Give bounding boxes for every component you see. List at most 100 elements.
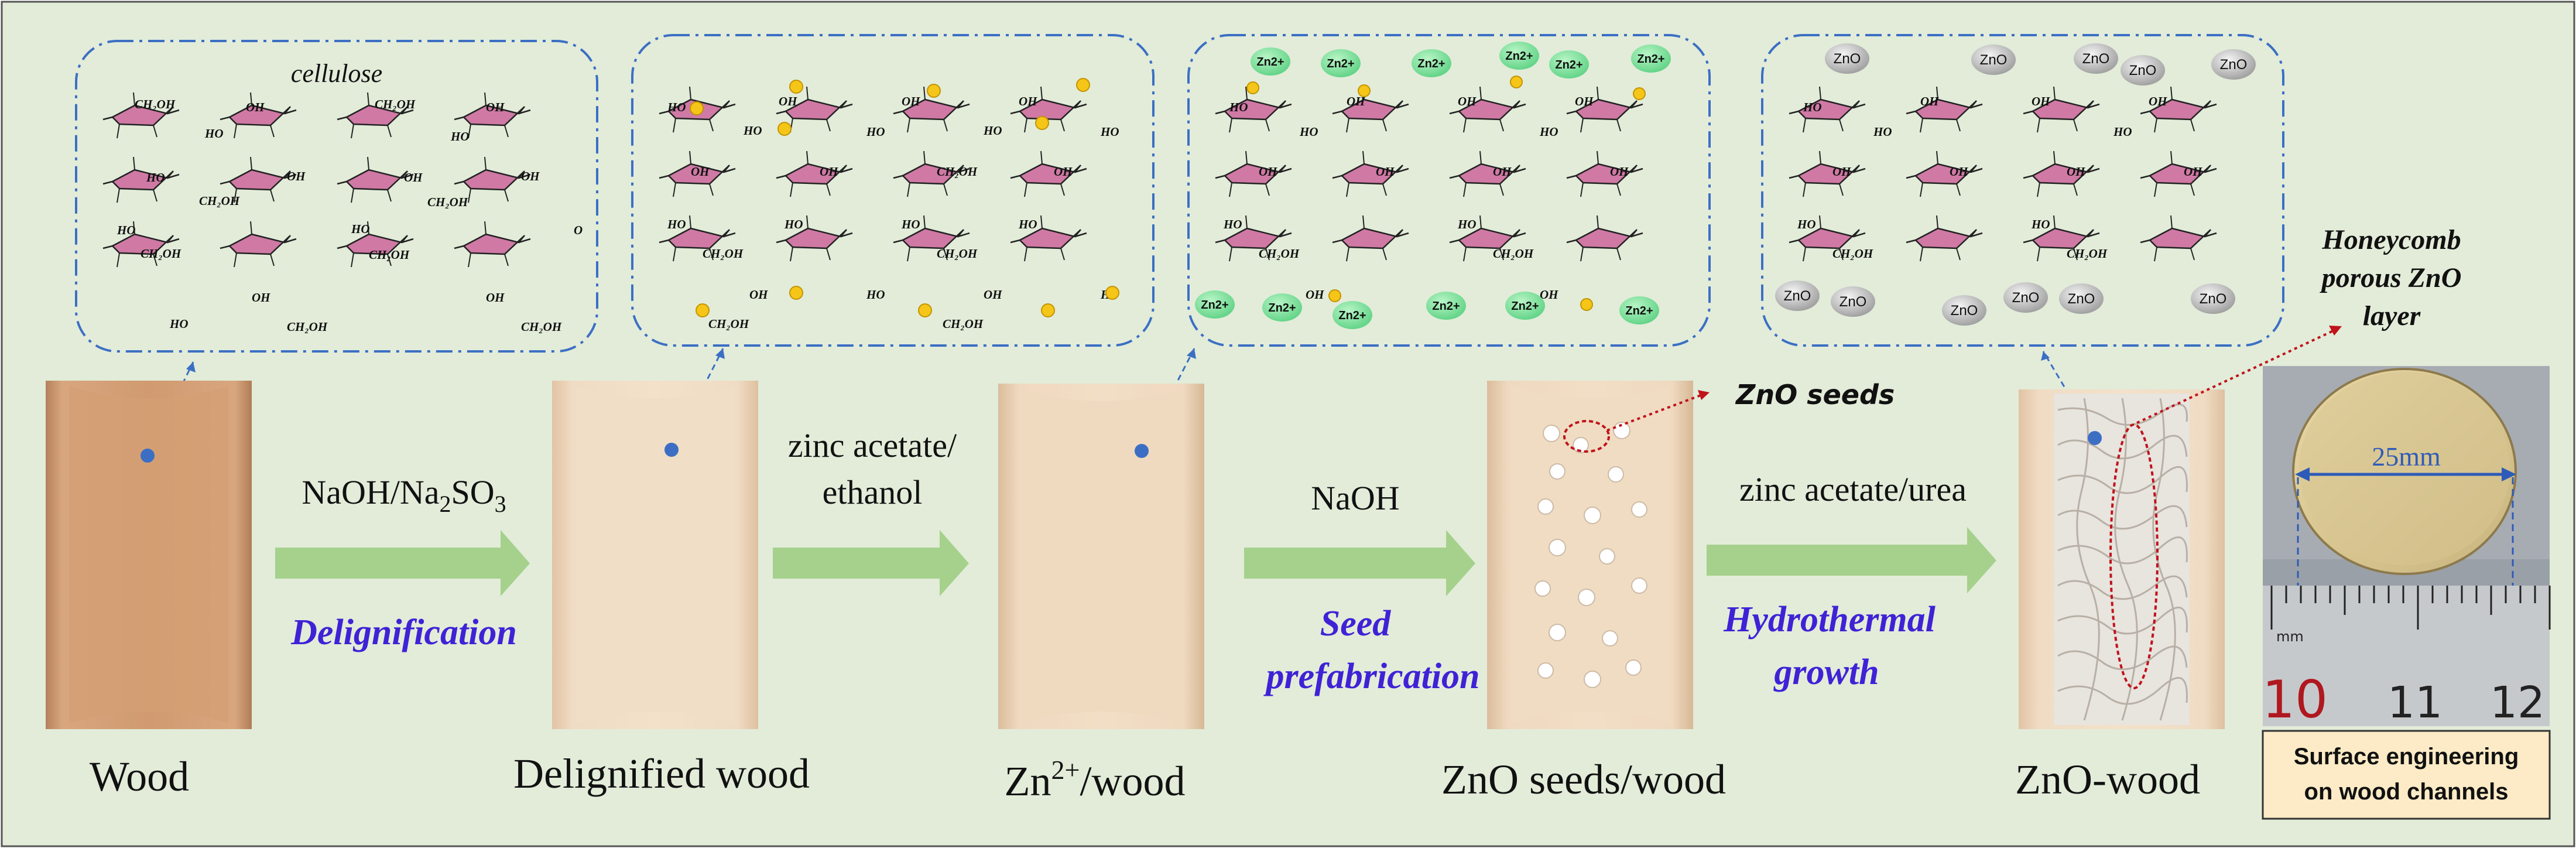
svg-text:O: O [574,223,583,237]
ruler-number-11: 11 [2387,678,2443,728]
svg-text:CH₂OH: CH₂OH [703,247,744,261]
wood-block [46,381,252,729]
honeycomb-callout: Honeycomb porous ZnO layer [2320,224,2462,331]
svg-text:CH₂OH: CH₂OH [2067,247,2108,261]
svg-text:CH₂OH: CH₂OH [708,317,749,331]
svg-text:Zn2+: Zn2+ [1256,56,1284,69]
svg-text:CH₂OH: CH₂OH [1832,247,1873,261]
svg-text:HO: HO [1229,100,1248,114]
zno-seeds-callout: ZnO seeds [1735,379,1895,411]
stage-label-zn-wood: Zn2+/wood [1005,755,1186,805]
zno-seeds-wood-block [1487,381,1693,729]
svg-text:HO: HO [1803,100,1822,114]
svg-text:CH₂OH: CH₂OH [199,194,240,208]
svg-text:CH₂OH: CH₂OH [287,320,328,334]
step-1-process: Delignification [290,613,517,652]
svg-text:CH₂OH: CH₂OH [369,248,410,262]
photo-caption-line1: Surface engineering [2294,744,2519,770]
stage-label-zno-wood: ZnO-wood [2015,756,2200,803]
svg-text:OH: OH [521,169,540,183]
svg-text:Seed: Seed [1320,604,1392,644]
photo-inset: 25mm mm 10 11 12 Surface engineering on … [2262,366,2551,820]
step-4: zinc acetate/urea Hydrothermal growth [1723,470,1967,692]
step-1-reagent: NaOH/Na2SO3 [302,473,506,517]
step-2: zinc acetate/ ethanol [788,426,957,511]
svg-text:OH: OH [1950,165,1968,179]
cellulose-label: cellulose [291,59,382,88]
svg-text:CH₂OH: CH₂OH [375,97,416,111]
svg-text:zinc acetate/urea: zinc acetate/urea [1739,470,1967,508]
svg-text:ZnO: ZnO [2068,291,2095,307]
svg-text:Zn2+: Zn2+ [1201,299,1228,312]
honeycomb-texture [2057,398,2188,721]
svg-text:ZnO: ZnO [1834,51,1861,67]
svg-text:HO: HO [351,222,370,236]
zn-ion-bubbles: Zn2+ Zn2+ Zn2+ Zn2+ Zn2+ Zn2+ Zn2+ Zn2+ … [1195,42,1671,329]
svg-text:Honeycomb: Honeycomb [2321,224,2461,255]
svg-text:CH₂OH: CH₂OH [141,247,181,261]
svg-text:HO: HO [1873,125,1892,139]
step-3: NaOH Seed prefabrication [1263,479,1479,696]
svg-text:CH₂OH: CH₂OH [1259,247,1300,261]
photo-caption-box [2262,730,2551,820]
zno-seed-dots [1534,422,1647,688]
svg-text:CH₂OH: CH₂OH [937,165,978,179]
svg-text:OH: OH [287,169,306,183]
svg-text:OH: OH [2032,94,2050,108]
svg-text:ZnO: ZnO [1951,303,1978,319]
zoom-panel-cellulose: cellulose CH₂OH OH CH₂OH OH HO HO HO OH OH OH C… [75,40,598,353]
svg-text:HO: HO [1018,217,1037,231]
svg-text:Zn2+: Zn2+ [1432,300,1460,313]
svg-text:OH: OH [1610,165,1629,179]
svg-text:HO: HO [1457,217,1477,231]
svg-text:CH₂OH: CH₂OH [943,317,984,331]
diameter-label: 25mm [2372,442,2441,471]
svg-text:Zn2+: Zn2+ [1338,309,1366,322]
svg-text:HO: HO [667,217,686,231]
svg-text:OH: OH [984,288,1002,302]
svg-text:ZnO: ZnO [1980,52,2008,68]
svg-text:HO: HO [117,223,136,237]
svg-text:Zn2+: Zn2+ [1637,53,1664,66]
svg-text:ZnO: ZnO [1839,294,1867,310]
svg-text:porous ZnO: porous ZnO [2320,262,2462,293]
svg-text:HO: HO [866,288,885,302]
step-1: NaOH/Na2SO3 Delignification [290,473,517,652]
ruler-number-10: 10 [2262,669,2328,730]
svg-text:OH: OH [779,94,797,108]
svg-text:Zn2+: Zn2+ [1625,305,1653,317]
svg-text:OH: OH [1575,94,1594,108]
stage-labels: Wood Delignified wood Zn2+/wood ZnO seed… [90,750,2200,805]
ruler-ticks [2270,586,2551,630]
svg-text:OH: OH [486,290,505,305]
svg-text:OH: OH [1832,165,1851,179]
svg-text:Zn2+: Zn2+ [1417,57,1445,70]
svg-text:HO: HO [2031,217,2050,231]
svg-text:Zn2+: Zn2+ [1511,300,1539,313]
zno-wood-block [2019,389,2225,729]
svg-text:HO: HO [1299,125,1318,139]
svg-text:OH: OH [1458,94,1477,108]
svg-text:ZnO: ZnO [1784,288,1811,304]
svg-text:prefabrication: prefabrication [1263,656,1479,696]
svg-text:HO: HO [1539,125,1558,139]
svg-text:CH₂OH: CH₂OH [937,247,978,261]
svg-text:OH: OH [404,170,423,184]
svg-text:OH: OH [1054,165,1073,179]
svg-text:ZnO: ZnO [2082,51,2110,67]
svg-text:layer: layer [2363,300,2421,331]
svg-text:OH: OH [2149,94,2167,108]
svg-text:HO: HO [743,124,762,138]
svg-text:OH: OH [252,290,270,305]
svg-text:OH: OH [749,288,768,302]
svg-text:OH: OH [1493,165,1512,179]
svg-text:OH: OH [1259,165,1277,179]
stage-label-delignified: Delignified wood [513,750,810,797]
svg-text:HO: HO [146,170,165,184]
svg-text:ethanol: ethanol [823,473,923,511]
svg-text:ZnO: ZnO [2012,290,2040,306]
svg-text:mm: mm [2276,628,2304,645]
anion-markers [690,78,1119,317]
